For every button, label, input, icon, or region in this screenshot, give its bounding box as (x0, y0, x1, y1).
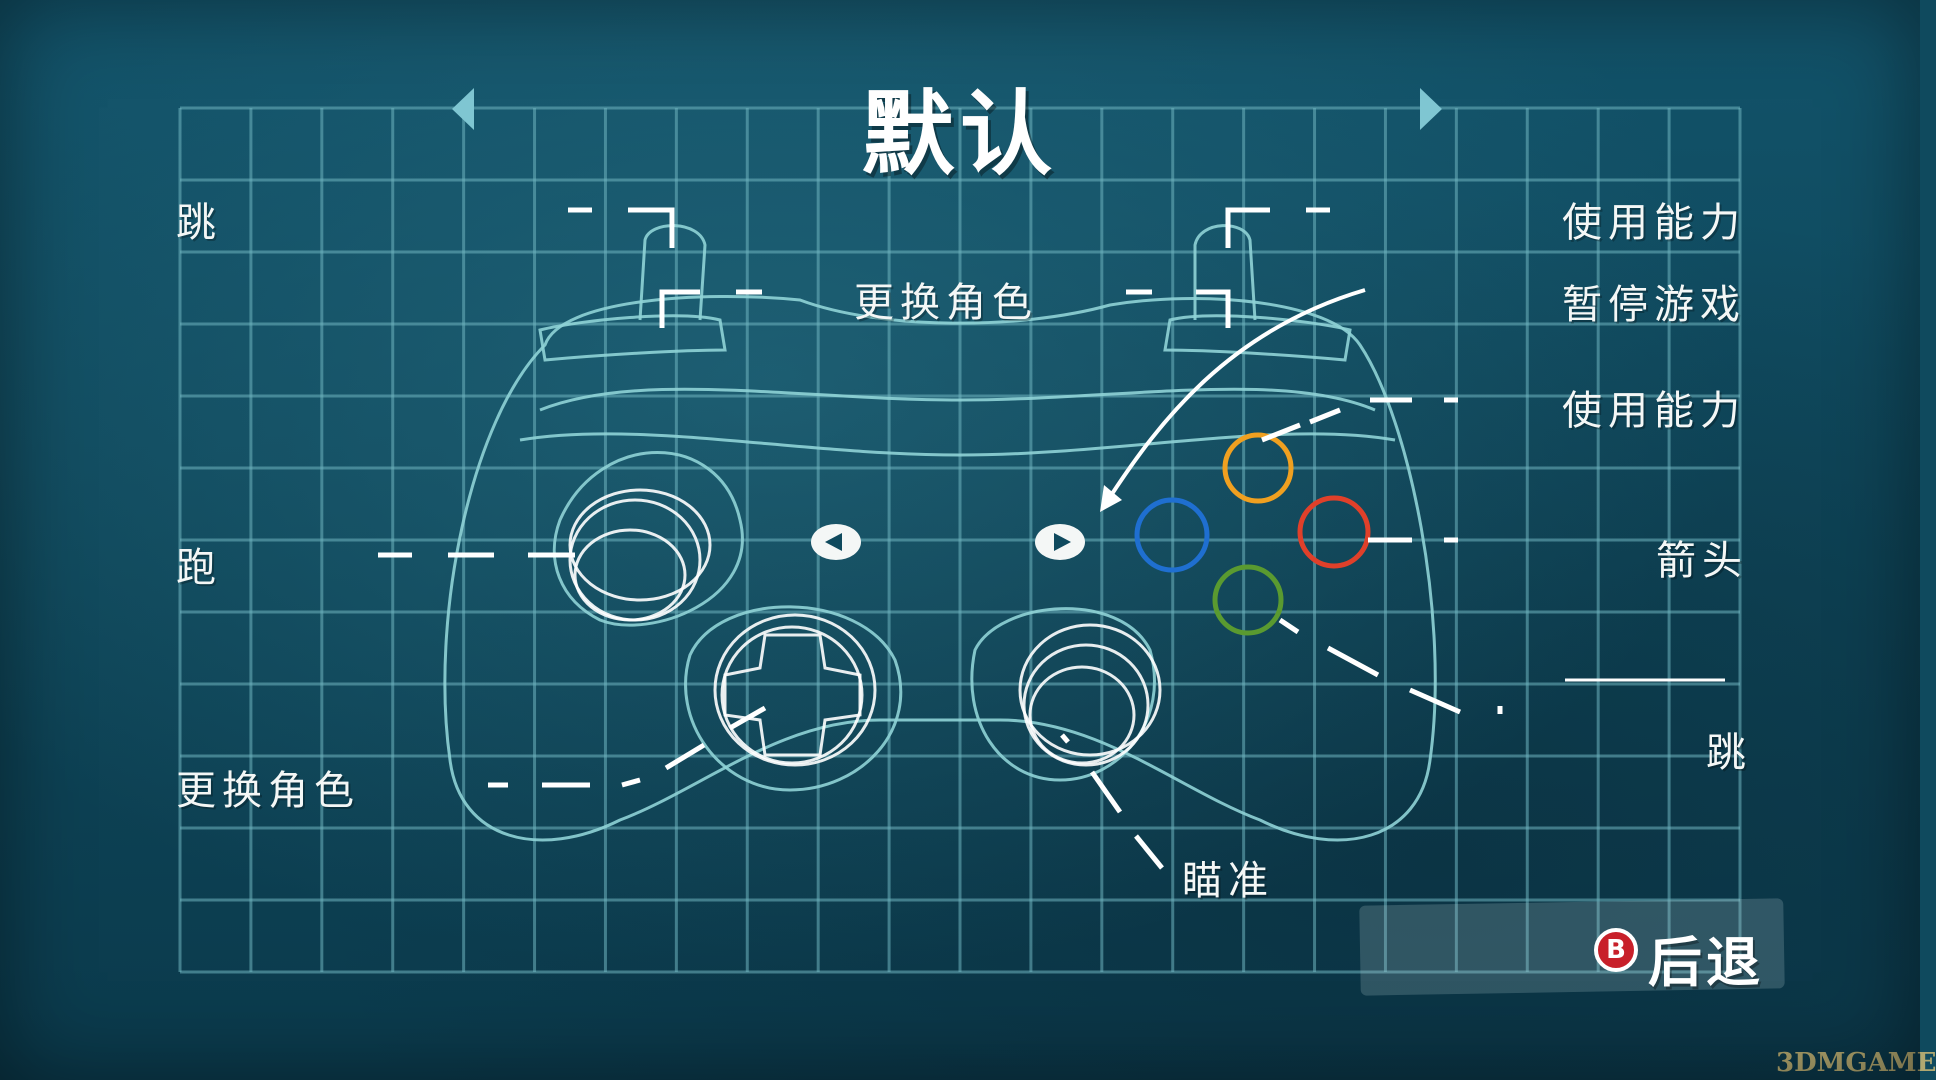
back-label: 后退 (1648, 931, 1764, 994)
triangle-right-icon (1420, 88, 1442, 130)
label-right-stick: 瞄准 (1182, 858, 1274, 904)
pause-pointer-arrow (1106, 288, 1366, 502)
x-button-icon (1134, 497, 1210, 573)
a-button-icon (1212, 564, 1284, 636)
label-dpad: 更换角色 (176, 768, 360, 814)
label-bumpers: 更换角色 (854, 280, 1038, 326)
label-left-stick: 跑 (176, 545, 222, 591)
label-start: 暂停游戏 (1562, 282, 1746, 328)
start-button-icon (1035, 524, 1085, 560)
label-y-button: 使用能力 (1562, 388, 1746, 434)
back-button-icon (811, 524, 861, 560)
triangle-left-icon (452, 88, 474, 130)
prev-layout-button[interactable] (448, 84, 478, 134)
page-title: 默认 (861, 81, 1058, 188)
b-badge-icon: B (1594, 928, 1638, 972)
b-button-icon (1297, 495, 1371, 569)
label-a-button: 跳 (1706, 730, 1752, 776)
label-left-trigger: 跳 (176, 200, 222, 246)
y-button-icon (1222, 432, 1294, 504)
blueprint-grid (178, 106, 1742, 974)
watermark: 3DMGAME (1776, 1048, 1936, 1078)
next-layout-button[interactable] (1416, 84, 1446, 134)
label-b-button: 箭头 (1656, 538, 1748, 584)
leader-lines (378, 207, 1725, 870)
pause-pointer-arrowhead (1100, 485, 1122, 512)
label-right-trigger: 使用能力 (1562, 200, 1746, 246)
